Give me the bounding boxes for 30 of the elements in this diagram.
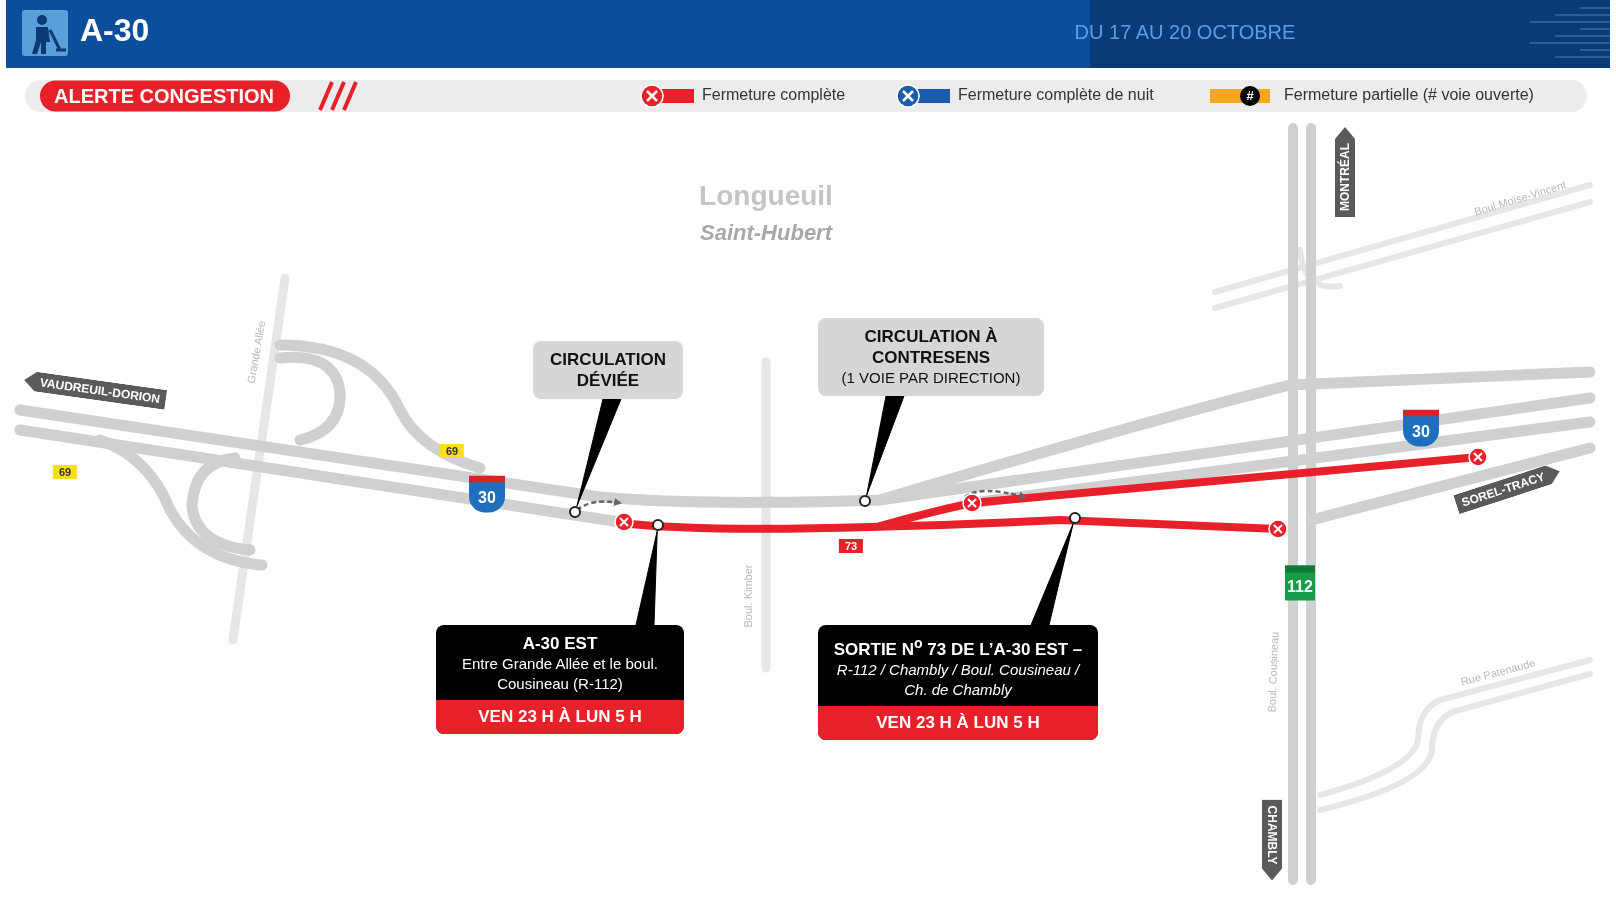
route-shield: 112 xyxy=(1285,565,1315,601)
road-name: Boul. Cousineau xyxy=(1265,631,1281,713)
legend-text: Fermeture complète de nuit xyxy=(958,86,1154,104)
leader-line xyxy=(866,395,905,496)
direction-sign: MONTRÉAL xyxy=(1335,127,1355,217)
place-name: Longueuil xyxy=(699,180,833,212)
pointer-dot xyxy=(569,506,581,518)
road-name: Grande Allée xyxy=(244,319,268,385)
place-name: Saint-Hubert xyxy=(700,220,832,246)
leader-line xyxy=(635,530,658,626)
exit-number: 69 xyxy=(439,444,465,458)
header-title: A-30 xyxy=(80,12,150,49)
direction-sign: CHAMBLY xyxy=(1262,799,1282,881)
exit-number: 73 xyxy=(838,539,864,553)
pointer-dot xyxy=(652,519,664,531)
road-name: Boul. Kimber xyxy=(742,564,754,628)
leader-line xyxy=(576,398,622,507)
highway-shield: 30 xyxy=(469,475,505,513)
alert-badge: ALERTE CONGESTION xyxy=(40,80,290,112)
date-range: DU 17 AU 20 OCTOBRE xyxy=(1074,20,1296,44)
closure-info-box: SORTIE N$^{o}$ 73 DE L’A-30 EST – R-112 / Chambly / Boul. Cousineau / Ch. de Chambly VEN 23 H À LUN 5 H xyxy=(818,625,1098,740)
legend-text: Fermeture complète xyxy=(702,86,846,104)
highway-shield: 30 xyxy=(1403,409,1439,447)
legend-text: Fermeture partielle (# voie ouverte) xyxy=(1284,86,1534,104)
callout-box: CIRCULATION DÉVIÉE xyxy=(533,341,683,399)
leader-line xyxy=(1030,523,1074,626)
callout-box: CIRCULATION À CONTRESENS (1 VOIE PAR DIRECTION) xyxy=(818,318,1044,396)
exit-number: 69 xyxy=(52,465,78,479)
closure-info-box: A-30 EST Entre Grande Allée et le boul. Cousineau (R-112) VEN 23 H À LUN 5 H xyxy=(436,625,684,734)
pointer-dot xyxy=(1069,512,1081,524)
